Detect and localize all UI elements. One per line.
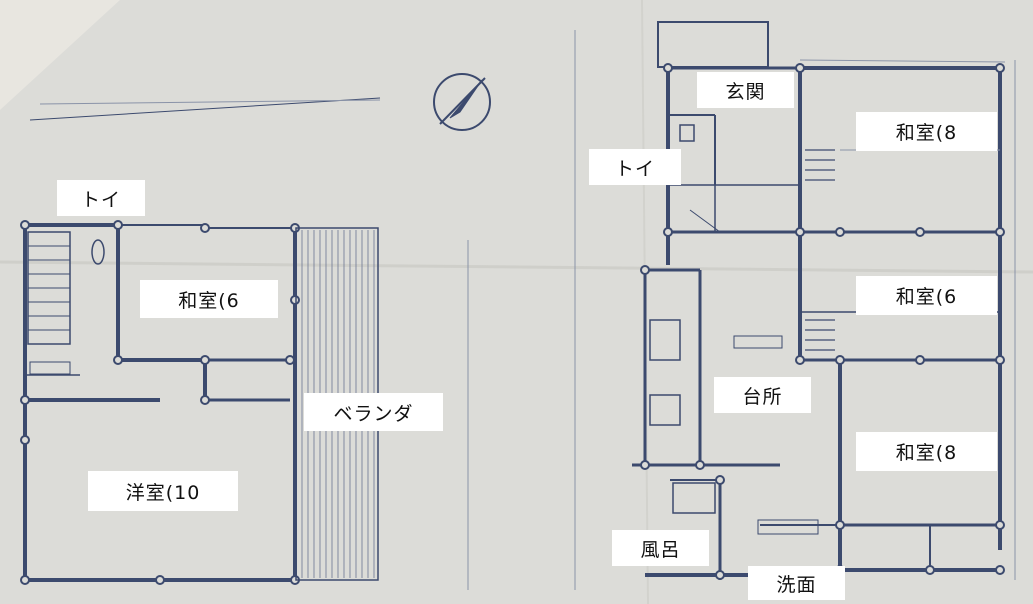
second-floor-plan xyxy=(20,97,469,590)
label-toilet-2f: トイ xyxy=(57,180,145,216)
label-bath: 風呂 xyxy=(612,530,709,566)
label-entrance: 玄関 xyxy=(697,72,794,108)
label-kitchen: 台所 xyxy=(714,377,811,413)
label-toilet-1f: トイ xyxy=(589,149,681,185)
label-washroom: 洗面 xyxy=(748,566,845,600)
label-veranda: ベランダ xyxy=(304,393,443,431)
label-japanese-room-6-2f: 和室(6 xyxy=(140,280,278,318)
north-arrow-icon xyxy=(433,73,491,131)
label-japanese-room-8-top: 和室(8 xyxy=(856,112,997,151)
first-floor-plan xyxy=(574,21,1016,590)
label-western-room-10: 洋室(10 xyxy=(88,471,238,511)
label-japanese-room-6-1f: 和室(6 xyxy=(856,276,997,315)
label-japanese-room-8-bottom: 和室(8 xyxy=(856,432,997,471)
